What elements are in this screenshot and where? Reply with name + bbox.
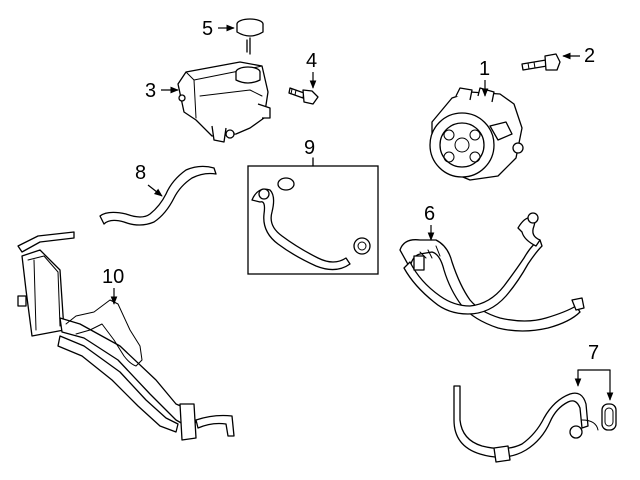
callout-9: 9 xyxy=(304,137,315,159)
callout-1: 1 xyxy=(479,58,490,80)
part-8-hose xyxy=(99,165,217,226)
part-5-reservoir-cap xyxy=(236,18,264,55)
part-6-pressure-hose xyxy=(399,212,585,332)
part-2-bolt xyxy=(521,53,561,71)
callout-8: 8 xyxy=(135,162,146,184)
callout-7: 7 xyxy=(588,342,599,364)
callout-5: 5 xyxy=(202,18,213,40)
part-4-bolt xyxy=(288,87,319,105)
callout-10: 10 xyxy=(102,266,124,288)
part-10-cooler xyxy=(17,231,235,441)
callout-3: 3 xyxy=(145,80,156,102)
part-3-reservoir xyxy=(177,61,271,143)
part-1-pump xyxy=(429,87,524,181)
callout-2: 2 xyxy=(584,45,595,67)
part-9-hose xyxy=(251,177,371,271)
arrow-8 xyxy=(147,184,163,197)
callout-6: 6 xyxy=(424,203,435,225)
part-7-return-hose xyxy=(453,385,617,463)
callout-4: 4 xyxy=(306,50,317,72)
